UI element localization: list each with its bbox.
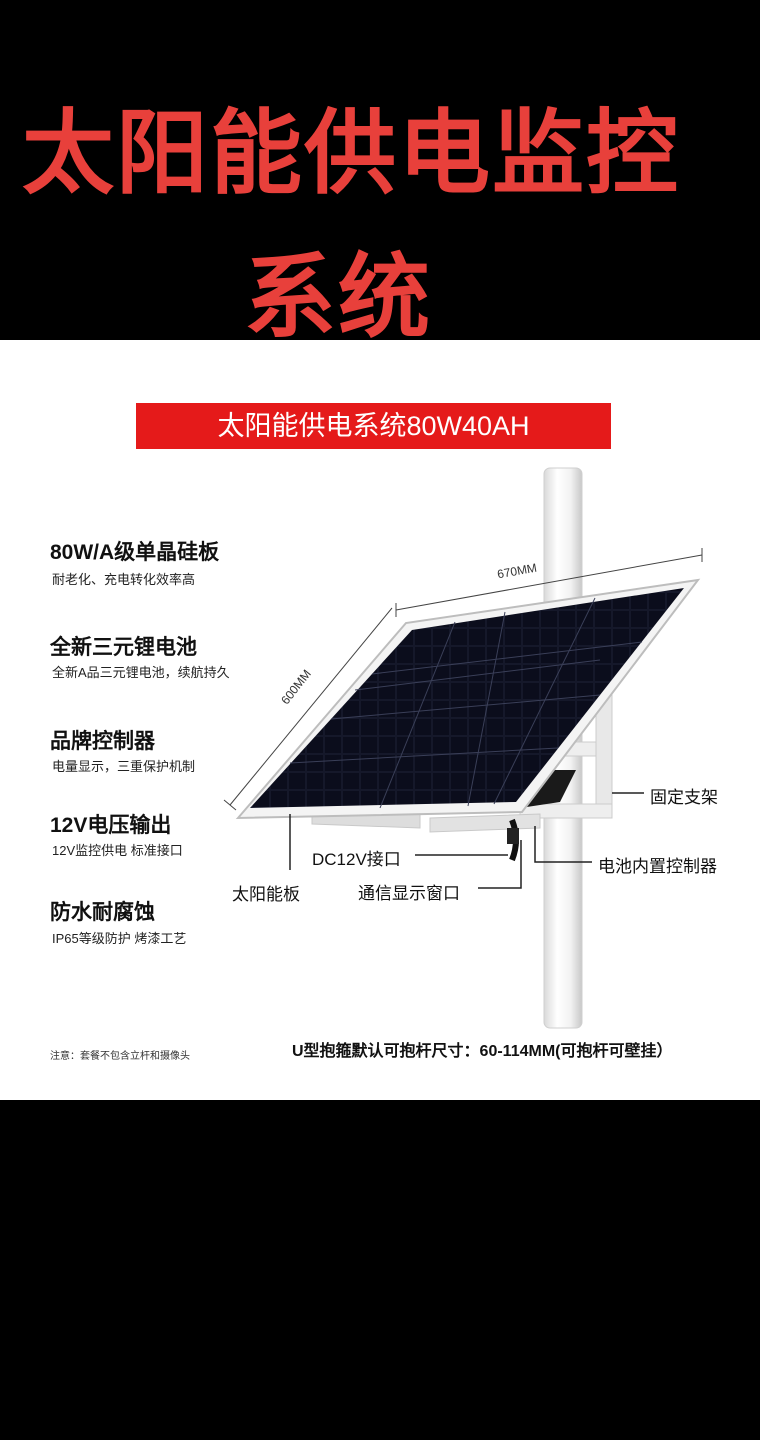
- headline-line-2: 系统: [244, 244, 433, 351]
- callout-display-window: 通信显示窗口: [358, 884, 460, 903]
- feature-title-panel: 80W/A级单晶硅板: [50, 541, 220, 564]
- callout-bracket: 固定支架: [650, 788, 718, 807]
- feature-desc-battery: 全新A品三元锂电池，续航持久: [52, 665, 230, 680]
- dimension-lines: [223, 548, 703, 811]
- solar-system-illustration: [223, 467, 703, 1029]
- feature-title-waterproof: 防水耐腐蚀: [50, 901, 155, 924]
- product-title-banner: 太阳能供电系统80W40AH: [136, 403, 611, 449]
- product-image-panel: 太阳能供电系统80W40AH 80W/A级单晶硅板 耐老化、充电转化效率高 全新…: [0, 340, 760, 1100]
- callout-solar-panel: 太阳能板: [232, 885, 300, 904]
- feature-title-battery: 全新三元锂电池: [50, 636, 197, 659]
- headline-line-1: 太阳能供电监控: [22, 100, 681, 207]
- feature-desc-panel: 耐老化、充电转化效率高: [52, 572, 196, 587]
- feature-desc-controller: 电量显示，三重保护机制: [52, 759, 196, 774]
- feature-title-controller: 品牌控制器: [50, 730, 155, 753]
- solar-panel: [235, 578, 701, 820]
- ubolt-size-note: U型抱箍默认可抱杆尺寸：60-114MM(可抱杆可壁挂）: [292, 1043, 673, 1060]
- callout-controller: 电池内置控制器: [598, 857, 717, 876]
- callout-leader-lines: [289, 792, 644, 889]
- callout-dc-port: DC12V接口: [312, 850, 401, 869]
- feature-title-output: 12V电压输出: [50, 814, 172, 837]
- package-note: 注意：套餐不包含立杆和摄像头: [50, 1051, 190, 1062]
- feature-desc-output: 12V监控供电 标准接口: [52, 843, 183, 858]
- feature-desc-waterproof: IP65等级防护 烤漆工艺: [52, 931, 187, 946]
